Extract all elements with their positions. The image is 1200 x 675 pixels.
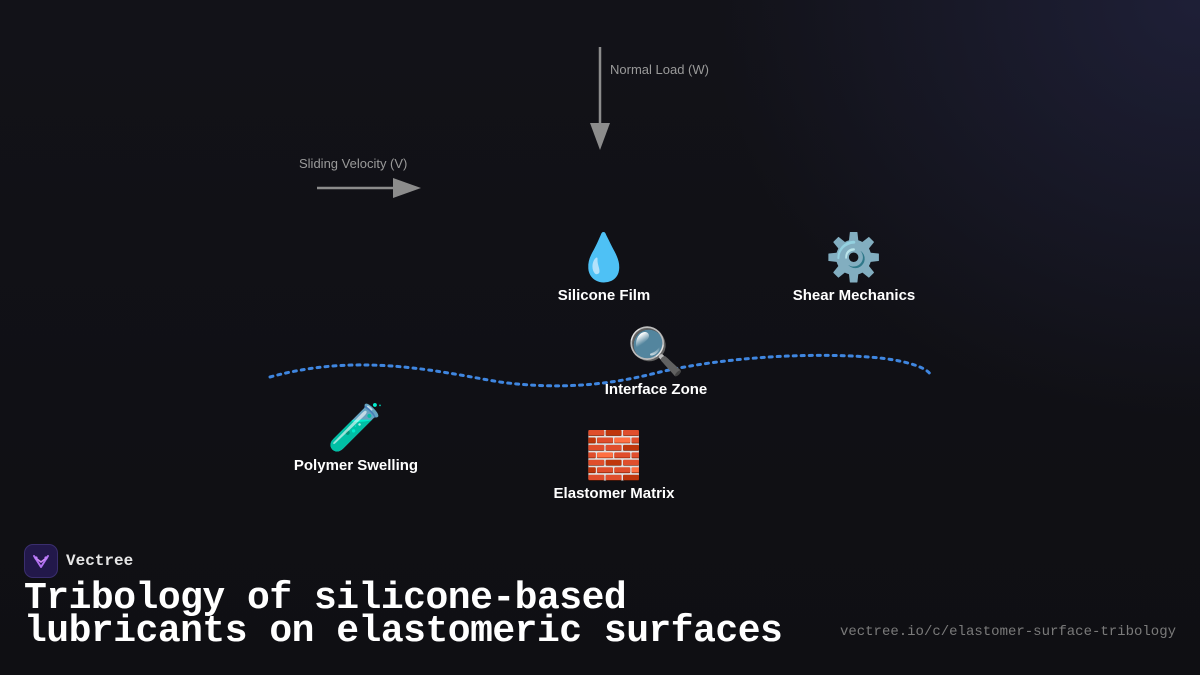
node-label: Interface Zone (604, 381, 708, 398)
test-tube-icon: 🧪 (327, 400, 385, 454)
brand-name: Vectree (66, 552, 134, 570)
magnifier-icon: 🔍 (627, 324, 685, 378)
node-label: Silicone Film (557, 287, 651, 304)
node-polymer-swelling: 🧪 Polymer Swelling (294, 399, 418, 474)
interface-boundary-line (268, 353, 932, 388)
droplet-icon: 💧 (575, 230, 633, 284)
vectree-logo-icon (24, 544, 58, 578)
node-shear-mechanics: ⚙️ Shear Mechanics (793, 229, 916, 304)
normal-load-arrow (590, 47, 610, 150)
node-interface-zone: 🔍 Interface Zone (605, 323, 708, 398)
node-label: Elastomer Matrix (553, 485, 675, 502)
node-silicone-film: 💧 Silicone Film (558, 229, 651, 304)
brand: Vectree (24, 544, 133, 578)
page-title-line-1: Tribology of silicone-based (24, 577, 627, 620)
brick-icon: 🧱 (585, 428, 643, 482)
page-title-line-2: lubricants on elastomeric surfaces (24, 610, 783, 653)
gear-icon: ⚙️ (825, 230, 883, 284)
sliding-velocity-label: Sliding Velocity (V) (299, 156, 408, 171)
node-label: Shear Mechanics (792, 287, 916, 304)
normal-load-label: Normal Load (W) (610, 62, 709, 77)
source-url: vectree.io/c/elastomer-surface-tribology (839, 624, 1176, 640)
page-title: Tribology of silicone-based lubricants o… (24, 577, 783, 653)
node-label: Polymer Swelling (293, 457, 419, 474)
sliding-velocity-arrow (317, 178, 421, 198)
node-elastomer-matrix: 🧱 Elastomer Matrix (554, 427, 675, 502)
